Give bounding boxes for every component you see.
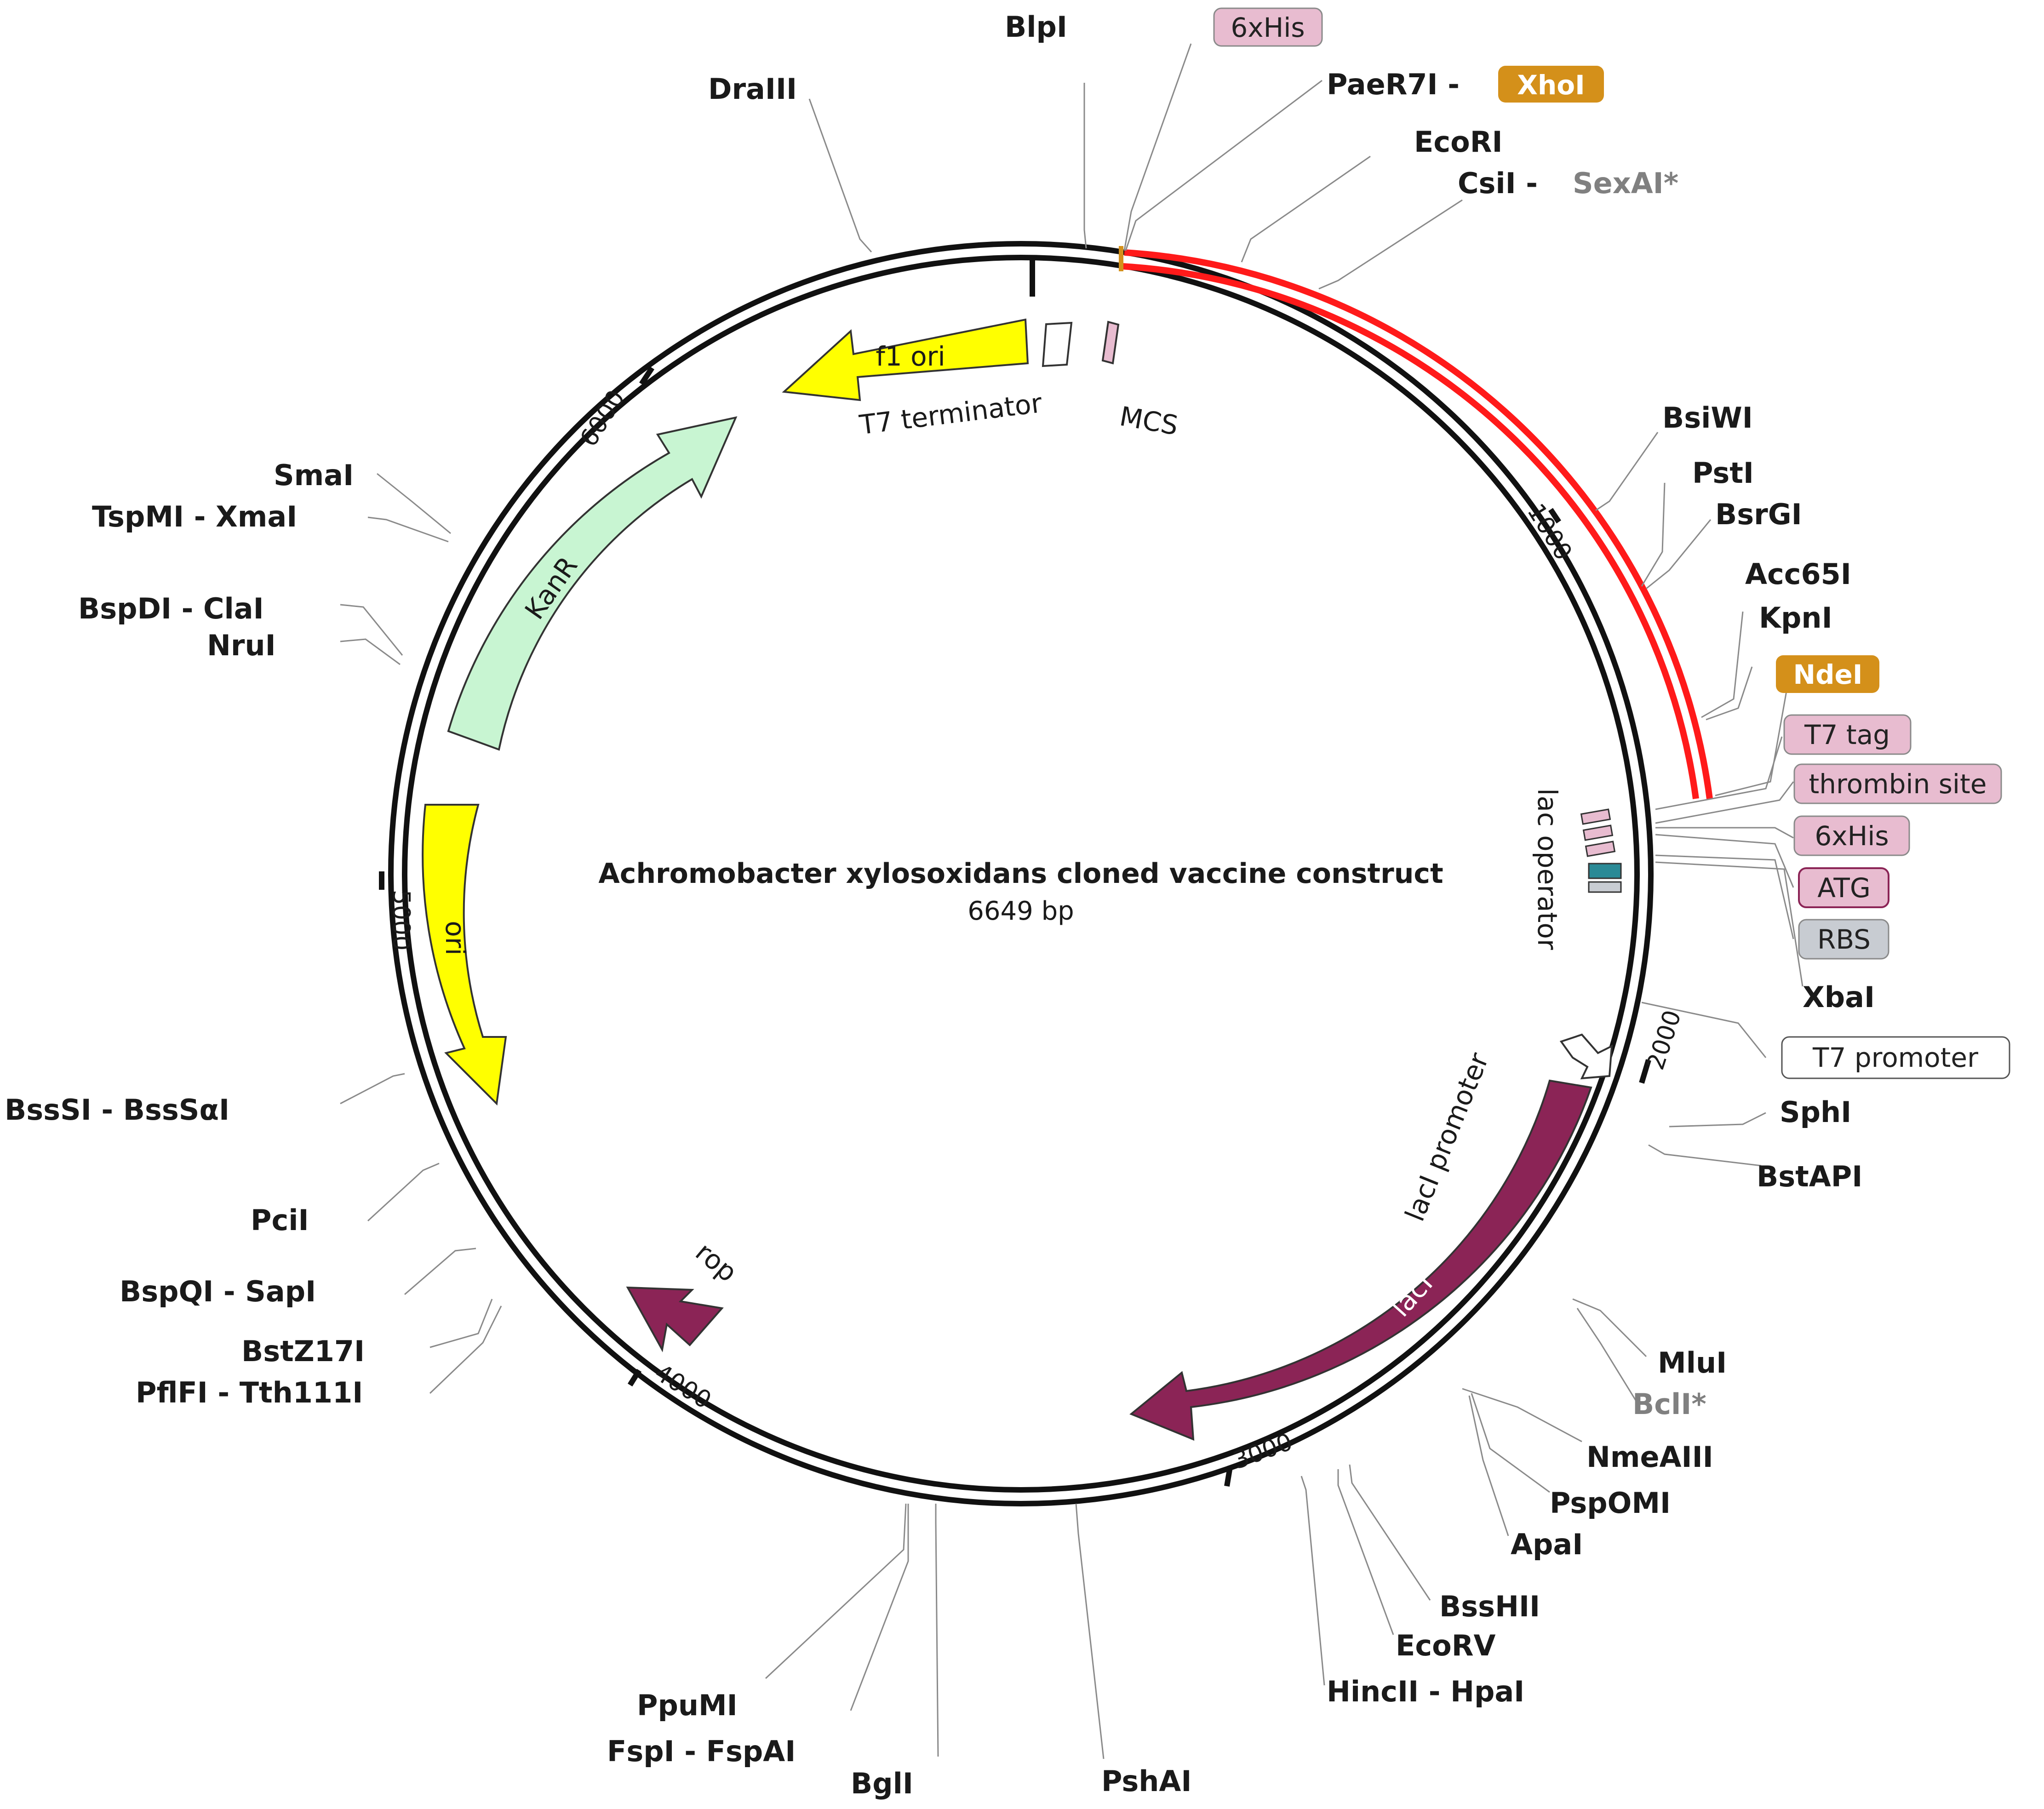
- site-kpni: KpnI: [1759, 601, 1832, 635]
- site-bgli: BglI: [851, 1767, 913, 1800]
- svg-text:NdeI: NdeI: [1793, 659, 1863, 690]
- site-pflfi: PflFI - Tth111I: [136, 1376, 363, 1409]
- lac-operator-label: lac operator: [1532, 788, 1563, 950]
- site-bspqi: BspQI - SapI: [120, 1275, 316, 1308]
- badge-xhoi: XhoI: [1498, 66, 1604, 103]
- site-bsshii: BssHII: [1439, 1590, 1540, 1623]
- svg-text:6xHis: 6xHis: [1815, 820, 1889, 852]
- t7-terminator-label: T7 terminator: [857, 387, 1043, 441]
- site-acc65i: Acc65I: [1745, 557, 1851, 591]
- site-paer7i: PaeR7I -: [1327, 68, 1460, 101]
- badge-t7-tag: T7 tag: [1783, 714, 1912, 755]
- site-smai: SmaI: [274, 458, 354, 492]
- site-pcii: PciI: [251, 1203, 309, 1237]
- f1-ori-label: f1 ori: [876, 341, 945, 372]
- svg-text:ATG: ATG: [1817, 872, 1871, 904]
- plasmid-title: Achromobacter xylosoxidans cloned vaccin…: [598, 858, 1443, 890]
- site-pshai: PshAI: [1101, 1764, 1191, 1798]
- site-ecorv: EcoRV: [1396, 1629, 1495, 1662]
- site-bstz17i: BstZ17I: [241, 1334, 365, 1368]
- svg-text:thrombin site: thrombin site: [1809, 768, 1987, 800]
- feature-mcs: MCS: [1101, 321, 1180, 441]
- svg-text:XhoI: XhoI: [1517, 69, 1585, 101]
- feature-kanr: KanR: [447, 416, 738, 751]
- site-sexai: SexAI*: [1573, 166, 1678, 200]
- tick-1000: 1000: [1522, 499, 1577, 565]
- site-bspdi: BspDI - ClaI: [78, 592, 264, 625]
- badge-6xhis-right: 6xHis: [1793, 815, 1910, 856]
- feature-f1-ori: f1 ori: [782, 318, 1029, 401]
- rop-label: rop: [690, 1236, 743, 1288]
- leader-lines: [340, 43, 1804, 1759]
- laci-promoter-label: lacI promoter: [1399, 1048, 1495, 1226]
- badge-thrombin-site: thrombin site: [1793, 763, 2002, 804]
- ori-label: ori: [440, 921, 471, 955]
- site-tspmi: TspMI - XmaI: [92, 500, 297, 533]
- site-bsiwi: BsiWI: [1662, 401, 1753, 435]
- badge-6xhis-top: 6xHis: [1213, 7, 1323, 47]
- tick-3000: 3000: [1230, 1428, 1296, 1475]
- badge-rbs: RBS: [1798, 919, 1889, 960]
- site-csii: CsiI -: [1458, 166, 1538, 200]
- svg-text:6xHis: 6xHis: [1231, 12, 1305, 43]
- svg-text:T7 promoter: T7 promoter: [1812, 1042, 1978, 1073]
- tick-5000: 5000: [387, 890, 415, 950]
- site-nmeaiii: NmeAIII: [1586, 1440, 1713, 1474]
- badge-t7-promoter: T7 promoter: [1781, 1036, 2010, 1079]
- feature-lac-operator: lac operator: [1532, 788, 1622, 950]
- feature-ori: ori: [422, 804, 507, 1106]
- site-apai: ApaI: [1511, 1528, 1583, 1561]
- site-ecori: EcoRI: [1414, 125, 1503, 159]
- svg-text:RBS: RBS: [1817, 924, 1871, 955]
- svg-text:T7 tag: T7 tag: [1804, 719, 1890, 750]
- mcs-label: MCS: [1117, 401, 1180, 441]
- scale-ticks: [379, 258, 1651, 1487]
- site-sphi: SphI: [1780, 1095, 1851, 1129]
- plasmid-size: 6649 bp: [968, 896, 1074, 926]
- site-blpi: BlpI: [1005, 10, 1067, 44]
- feature-rop: rop: [626, 1236, 743, 1352]
- site-draiii: DraIII: [708, 72, 797, 106]
- site-pspomi: PspOMI: [1550, 1486, 1671, 1520]
- site-bsssi: BssSI - BssSαI: [5, 1093, 229, 1127]
- site-labels: BlpI 6xHis PaeR7I - XhoI EcoRI CsiI - Se…: [5, 7, 2010, 1800]
- site-bsrgi: BsrGI: [1715, 498, 1802, 531]
- site-bstapi: BstAPI: [1757, 1160, 1862, 1193]
- backbone-ring: [388, 241, 1654, 1506]
- badge-atg: ATG: [1798, 867, 1889, 908]
- site-nrui: NruI: [207, 629, 276, 662]
- badge-ndei: NdeI: [1776, 655, 1879, 693]
- site-hincii: HincII - HpaI: [1327, 1675, 1524, 1708]
- site-mlui: MluI: [1658, 1346, 1727, 1380]
- tick-2000: 2000: [1642, 1007, 1687, 1073]
- insert-region: [1119, 246, 1713, 799]
- site-psti: PstI: [1692, 456, 1754, 490]
- site-xbai: XbaI: [1803, 980, 1875, 1014]
- site-ppumi: PpuMI: [637, 1689, 738, 1722]
- site-fspi: FspI - FspAI: [607, 1735, 796, 1768]
- site-bcli: BclI*: [1632, 1387, 1706, 1421]
